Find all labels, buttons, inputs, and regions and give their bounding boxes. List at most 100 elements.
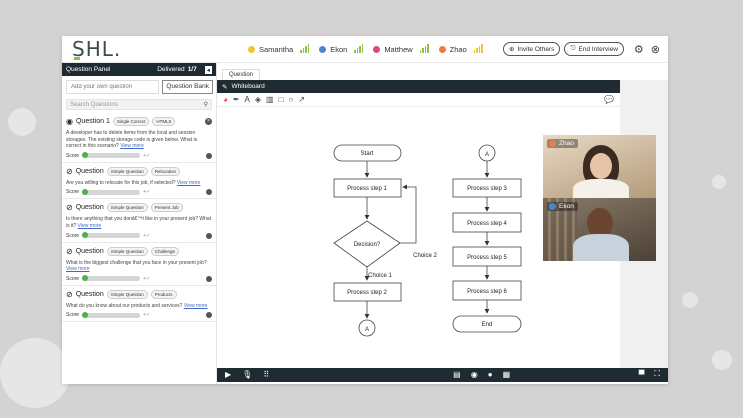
thumbs-up-icon[interactable]: +✓ (143, 312, 151, 319)
view-more-link[interactable]: View more (176, 179, 201, 186)
grid-icon[interactable]: ⠿ (263, 369, 270, 379)
flow-decision (333, 220, 401, 268)
flow-decision-label: Decision? (354, 242, 381, 248)
thumbs-up-icon[interactable]: +✓ (143, 232, 151, 239)
fullscreen-icon[interactable]: ⛶ (654, 369, 660, 378)
comment-icon[interactable]: 💬 (604, 95, 614, 104)
whiteboard-toolbar: ◕ ✒ A ◈ ▥ □ ○ ↗ 💬 (217, 93, 620, 107)
score-row: Score +✓ (66, 152, 212, 159)
view-more-link[interactable]: View more (120, 143, 144, 150)
remove-icon[interactable] (206, 275, 212, 282)
remove-icon[interactable] (206, 232, 212, 239)
view-more-link[interactable]: View more (77, 222, 102, 229)
remove-icon[interactable] (206, 189, 212, 196)
close-icon[interactable]: ⊗ (650, 43, 660, 56)
notes-icon[interactable]: ▦ (502, 369, 511, 379)
trash-icon[interactable]: ▥ (266, 95, 274, 104)
remove-icon[interactable] (206, 312, 212, 319)
question-tag: Challenge (150, 246, 180, 256)
eye-off-icon[interactable]: ⊘ (66, 166, 73, 176)
question-bank-button[interactable]: Question Bank (162, 80, 213, 94)
whiteboard-canvas[interactable]: Start Process step 1 Decision? Choice 1 … (217, 107, 620, 368)
video-tile-ekon[interactable]: Ekon (543, 198, 656, 261)
view-more-link[interactable]: View more (66, 266, 90, 273)
thumbs-up-icon[interactable]: +✓ (143, 189, 151, 196)
score-slider[interactable] (82, 232, 141, 239)
question-panel-header: Question Panel Delivered 1/7 ◂ (62, 63, 216, 76)
user-icon[interactable]: ◉ (470, 369, 478, 379)
eye-off-icon[interactable]: ⊘ (66, 289, 73, 299)
flow-connector-bottom (358, 319, 376, 337)
participant-ekon: Ekon (319, 44, 364, 54)
search-questions-input[interactable]: Search Questions ⚲ (66, 99, 212, 110)
question-title: Question 1 (75, 118, 110, 125)
rectangle-icon[interactable]: □ (278, 95, 284, 104)
score-row: Score+✓ (66, 311, 212, 319)
eye-off-icon[interactable]: ⊘ (66, 203, 73, 213)
end-interview-button[interactable]: ⎋ End Interview (564, 42, 624, 56)
flow-step6 (452, 280, 522, 301)
video-tile-zhao[interactable]: Zhao (543, 135, 656, 198)
score-slider[interactable] (82, 188, 141, 195)
flow-choice1-label: Choice 1 (368, 273, 392, 279)
camera-icon[interactable]: ▶ (225, 369, 232, 379)
question-tag: Simple Question (106, 166, 148, 176)
video-label-zhao: Zhao (547, 139, 578, 148)
score-label: Score (66, 152, 80, 159)
participant-matthew: Matthew (373, 44, 429, 54)
signal-icon (300, 44, 310, 53)
flow-choice2-label: Choice 2 (413, 253, 437, 259)
tab-question[interactable]: Question (222, 69, 261, 80)
score-slider[interactable] (82, 311, 141, 318)
thumbs-up-icon[interactable]: +✓ (143, 152, 151, 159)
pen-icon[interactable]: ✒ (232, 95, 240, 104)
gear-icon[interactable]: ⚙ (633, 43, 644, 56)
chat-icon[interactable]: ● (487, 369, 493, 379)
score-label: Score (66, 232, 80, 239)
signal-icon (419, 44, 429, 53)
participant-zhao: Zhao (438, 44, 483, 54)
remove-icon[interactable] (206, 152, 212, 159)
question-tag: Single Correct (112, 117, 150, 126)
own-question-input[interactable] (66, 80, 160, 94)
eye-off-icon[interactable]: ⊘ (66, 246, 73, 256)
color-palette-icon[interactable]: ◕ (223, 95, 228, 104)
collapse-icon[interactable]: ◂ (204, 65, 212, 74)
question-tag: HTML5 (152, 117, 176, 126)
status-dot (248, 45, 255, 53)
score-slider[interactable] (82, 275, 141, 282)
view-more-link[interactable]: View more (183, 302, 208, 309)
participant-name: Ekon (330, 44, 348, 54)
score-row: Score +✓ (66, 275, 212, 282)
flow-step6-label: Process step 6 (467, 289, 507, 295)
status-dot (438, 45, 446, 53)
score-slider[interactable] (82, 152, 141, 159)
flow-end-label: End (482, 322, 493, 328)
text-icon[interactable]: A (244, 95, 250, 104)
thumbs-up-icon[interactable]: +✓ (143, 275, 151, 282)
document-icon[interactable]: ▤ (453, 369, 461, 379)
flow-connector-top-label: A (485, 152, 489, 158)
invite-others-button[interactable]: ⊕ Invite Others (503, 42, 561, 56)
circle-icon[interactable]: ○ (288, 95, 294, 104)
flow-step1 (333, 178, 402, 198)
fill-icon[interactable]: ◈ (254, 95, 262, 104)
question-tag: Simple Question (106, 246, 148, 256)
message-icon[interactable]: ▀ (638, 369, 645, 379)
whiteboard-pane: ✎ Whiteboard ◕ ✒ A ◈ ▥ □ ○ ↗ 💬 (217, 80, 620, 368)
close-icon[interactable]: × (205, 118, 212, 125)
flow-connector-top (478, 144, 496, 162)
arrow-icon[interactable]: ↗ (298, 95, 305, 104)
eye-icon[interactable]: ◉ (66, 117, 73, 126)
flow-step1-label: Process step 1 (347, 186, 387, 192)
control-bar: ▶ 🎙 ⠿ ▤ ◉ ● ▦ ▀ ⛶ (217, 366, 668, 382)
score-label: Score (66, 275, 80, 282)
microphone-icon[interactable]: 🎙 (242, 369, 253, 379)
